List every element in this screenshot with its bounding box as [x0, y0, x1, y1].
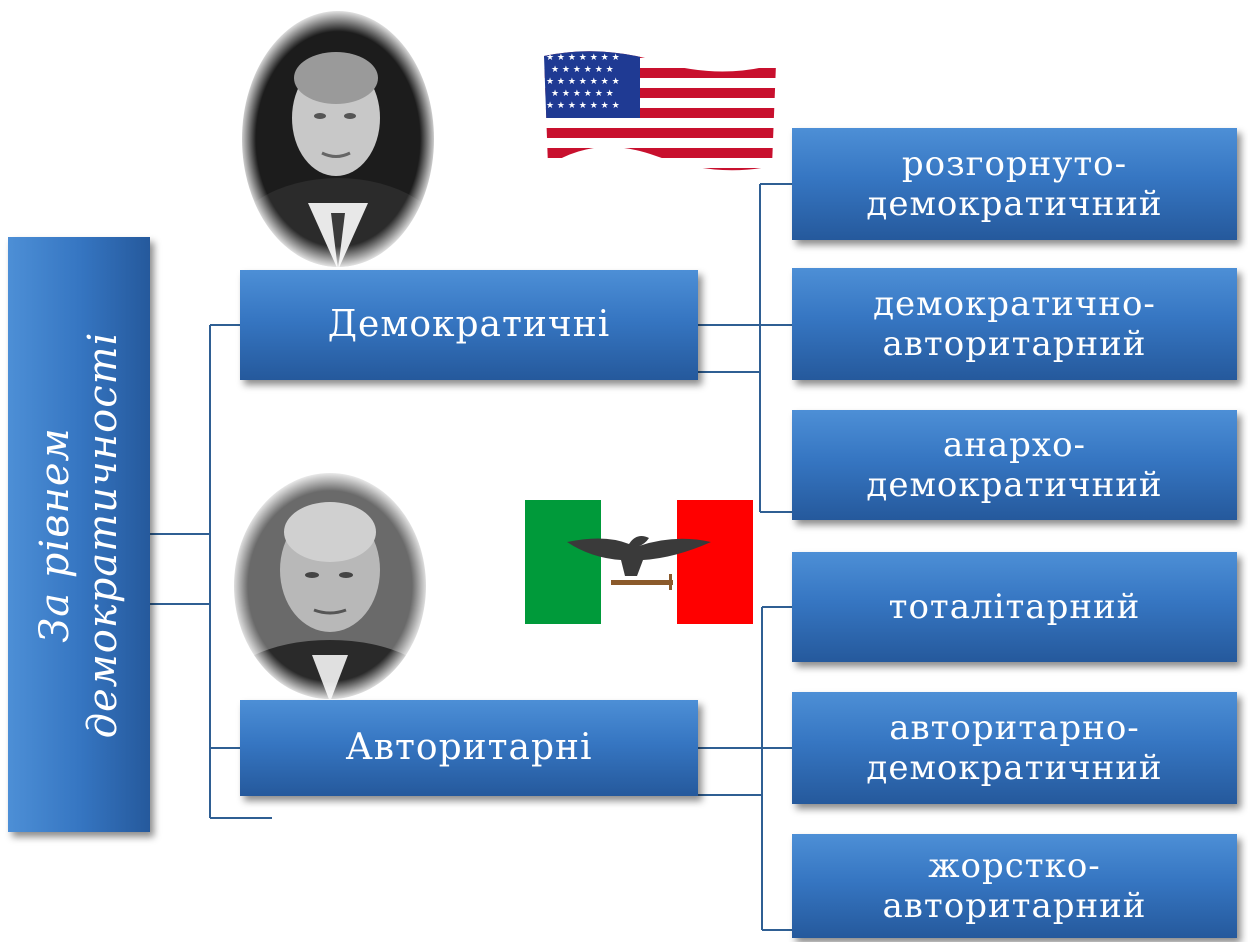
eagle-icon	[567, 536, 711, 590]
usa-flag-icon: ★ ★ ★ ★ ★ ★ ★ ★ ★ ★ ★ ★ ★ ★ ★ ★ ★ ★ ★ ★ …	[544, 51, 776, 171]
svg-text:★ ★ ★ ★ ★ ★ ★: ★ ★ ★ ★ ★ ★ ★	[546, 101, 620, 111]
root-label-line2: демократичності	[80, 331, 126, 738]
subtype-box-3: анархо- демократичний	[792, 410, 1237, 520]
category-authoritarian-label: Авторитарні	[345, 726, 593, 768]
subtype-1-line1: розгорнуто-	[901, 143, 1128, 184]
portrait-top	[238, 8, 438, 270]
subtype-3-line2: демократичний	[866, 465, 1163, 505]
root-label: За рівнем демократичності	[31, 255, 127, 815]
subtype-box-6: жорстко- авторитарний	[792, 834, 1237, 938]
svg-text:★ ★ ★ ★ ★ ★: ★ ★ ★ ★ ★ ★	[551, 89, 614, 99]
svg-text:★ ★ ★ ★ ★ ★ ★: ★ ★ ★ ★ ★ ★ ★	[546, 53, 620, 63]
root-label-line1: За рівнем	[32, 426, 78, 643]
subtype-2-line2: авторитарний	[882, 324, 1147, 364]
subtype-5-line1: авторитарно-	[889, 707, 1140, 748]
subtype-1-line2: демократичний	[866, 184, 1163, 224]
subtype-6-line2: авторитарний	[882, 886, 1147, 926]
portrait-bottom	[230, 470, 430, 702]
subtype-4-line1: тоталітарний	[888, 586, 1141, 627]
subtype-box-4: тоталітарний	[792, 552, 1237, 662]
subtype-box-2: демократично- авторитарний	[792, 268, 1237, 380]
category-authoritarian-box: Авторитарні	[240, 700, 698, 796]
subtype-box-1: розгорнуто- демократичний	[792, 128, 1237, 240]
italy-flag-icon	[525, 500, 753, 624]
subtype-2-line1: демократично-	[873, 283, 1156, 324]
category-democratic-label: Демократичні	[327, 303, 611, 345]
subtype-box-5: авторитарно- демократичний	[792, 692, 1237, 804]
subtype-3-line1: анархо-	[942, 424, 1087, 465]
subtype-6-line1: жорстко-	[928, 845, 1101, 886]
category-democratic-box: Демократичні	[240, 270, 698, 380]
subtype-5-line2: демократичний	[866, 748, 1163, 788]
svg-text:★ ★ ★ ★ ★ ★: ★ ★ ★ ★ ★ ★	[551, 65, 614, 75]
root-box: За рівнем демократичності	[8, 237, 150, 832]
svg-text:★ ★ ★ ★ ★ ★ ★: ★ ★ ★ ★ ★ ★ ★	[546, 77, 620, 87]
